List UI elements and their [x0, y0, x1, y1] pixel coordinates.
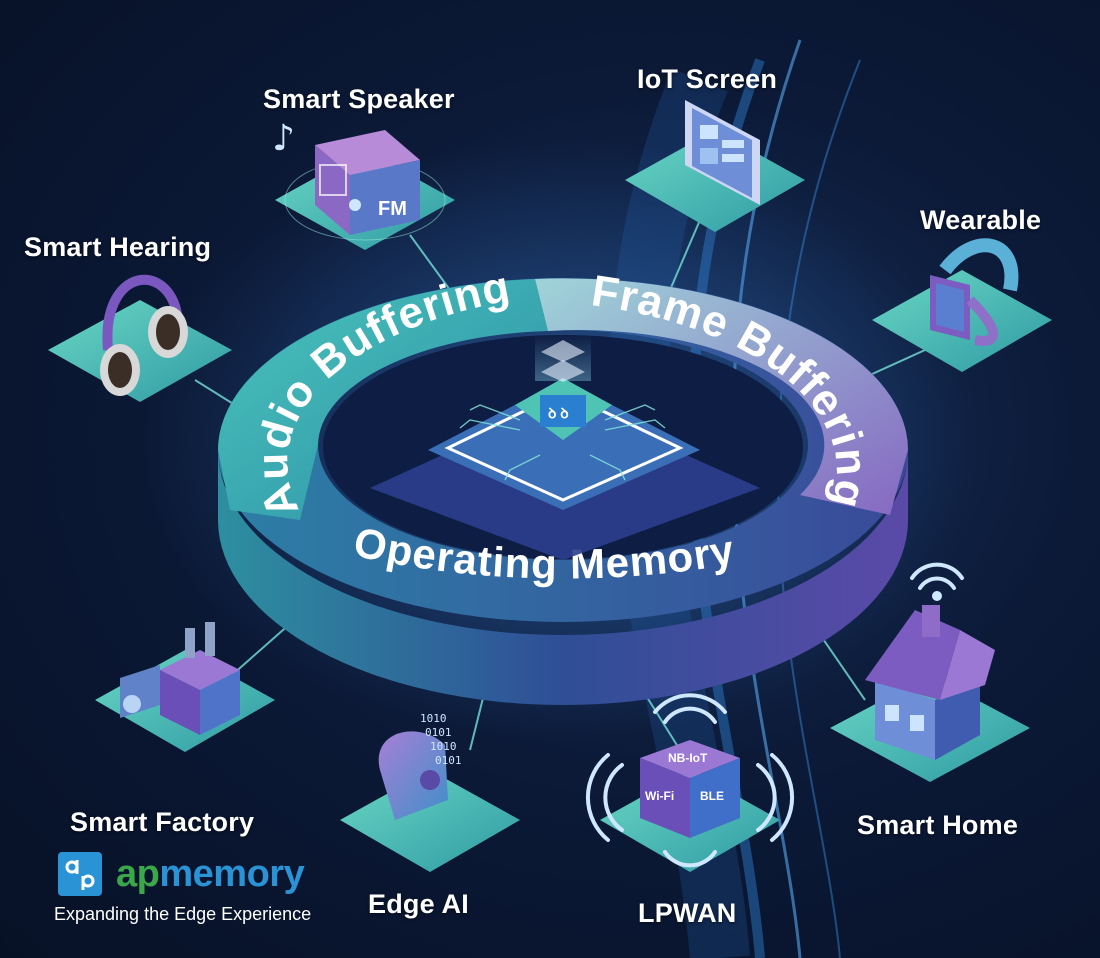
wifi-icon	[910, 562, 964, 601]
lpwan-top-face: NB-IoT	[668, 751, 708, 765]
brand-logo-icon	[58, 852, 102, 896]
signal-wave-icons	[585, 693, 795, 868]
label-smart-speaker: Smart Speaker	[263, 84, 455, 114]
smart-hearing-device	[48, 274, 232, 402]
brand-name-prefix: ap	[116, 853, 160, 895]
wearable-device	[872, 238, 1052, 372]
brand-name-suffix: memory	[159, 853, 305, 895]
iot-screen-device	[625, 100, 805, 232]
label-lpwan: LPWAN	[638, 898, 737, 928]
label-wearable: Wearable	[920, 205, 1042, 235]
smart-speaker-device: FM ♪	[272, 118, 455, 250]
binary-stream: 1010 0101 1010 0101	[420, 712, 463, 767]
label-smart-factory: Smart Factory	[70, 807, 255, 837]
lpwan-left-face: Wi-Fi	[645, 789, 674, 803]
lpwan-device: NB-IoT Wi-Fi BLE	[585, 693, 795, 872]
brand-name: apmemory	[116, 852, 305, 896]
screen-panel	[700, 125, 718, 139]
speaker-badge: FM	[378, 198, 407, 220]
music-note-icon: ♪	[272, 118, 295, 159]
label-iot-screen: IoT Screen	[637, 64, 778, 94]
smart-home-device	[830, 562, 1030, 782]
label-edge-ai: Edge AI	[368, 889, 469, 919]
label-smart-home: Smart Home	[857, 810, 1019, 840]
brand-tagline: Expanding the Edge Experience	[54, 904, 312, 924]
label-smart-hearing: Smart Hearing	[24, 232, 212, 262]
lpwan-right-face: BLE	[700, 789, 724, 803]
chip-logo-glyph: ꝺ ꝺ	[548, 405, 569, 421]
smart-factory-device	[95, 622, 275, 752]
brand-block: apmemory Expanding the Edge Experience	[54, 848, 354, 928]
memory-chip: ꝺ ꝺ	[370, 335, 760, 560]
edge-ai-device: 1010 0101 1010 0101	[340, 712, 520, 872]
